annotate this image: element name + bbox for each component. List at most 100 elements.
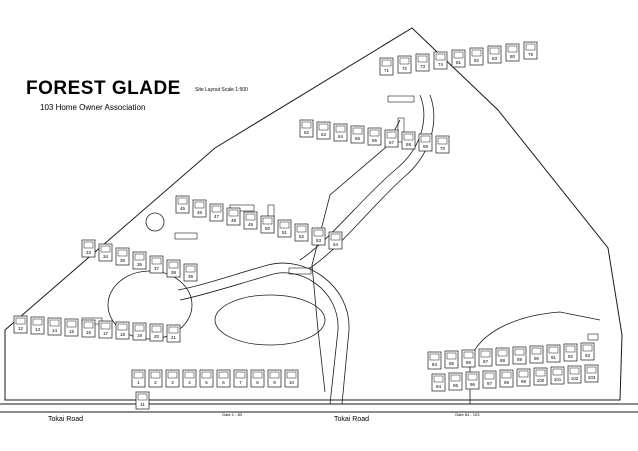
house-unit-number: 34	[103, 254, 109, 259]
house-unit-detail	[168, 326, 179, 334]
house-unit-number: 99	[521, 379, 527, 384]
house-unit-detail	[262, 217, 273, 225]
cul-de-sac	[145, 212, 165, 232]
house-unit-number: 49	[248, 222, 254, 227]
house-unit-detail	[501, 371, 512, 379]
house-unit-number: 66	[372, 138, 378, 143]
house-unit-detail	[151, 257, 162, 265]
house-unit-number: 19	[137, 333, 143, 338]
house-unit-number: 83	[492, 56, 498, 61]
house-unit-number: 89	[517, 357, 523, 362]
house-unit-detail	[286, 371, 297, 379]
house-unit-number: 20	[154, 334, 160, 339]
house-unit-83	[487, 45, 502, 64]
house-unit-number: 1	[137, 380, 140, 385]
house-unit-10	[284, 369, 299, 388]
house-unit-number: 85	[449, 361, 455, 366]
house-unit-12	[13, 315, 28, 334]
house-unit-number: 17	[103, 331, 109, 336]
house-unit-94	[431, 373, 446, 392]
house-unit-34	[98, 243, 113, 262]
house-unit-number: 8	[256, 380, 259, 385]
house-unit-number: 36	[137, 262, 143, 267]
house-unit-detail	[133, 371, 144, 379]
house-unit-87	[478, 348, 493, 367]
house-unit-number: 3	[171, 380, 174, 385]
house-unit-detail	[100, 322, 111, 330]
house-unit-number: 9	[273, 380, 276, 385]
house-unit-number: 65	[355, 136, 361, 141]
house-unit-103	[584, 364, 599, 383]
house-unit-number: 54	[333, 242, 339, 247]
house-unit-99	[516, 368, 531, 387]
house-unit-detail	[453, 51, 464, 59]
house-unit-number: 81	[456, 60, 462, 65]
house-unit-detail	[49, 319, 60, 327]
house-unit-number: 2	[154, 380, 157, 385]
house-unit-number: 96	[470, 382, 476, 387]
house-unit-number: 95	[453, 383, 459, 388]
house-unit-detail	[252, 371, 263, 379]
house-unit-35	[115, 247, 130, 266]
house-unit-number: 51	[282, 230, 288, 235]
house-unit-number: 98	[504, 380, 510, 385]
house-unit-number: 64	[338, 134, 344, 139]
house-unit-detail	[245, 213, 256, 221]
map-title: FOREST GLADE	[26, 78, 181, 99]
house-unit-detail	[582, 344, 593, 352]
house-unit-89	[512, 346, 527, 365]
house-unit-detail	[514, 348, 525, 356]
house-unit-detail	[484, 372, 495, 380]
house-unit-3	[165, 369, 180, 388]
house-unit-number: 14	[52, 328, 58, 333]
house-unit-detail	[507, 45, 518, 53]
house-unit-8	[250, 369, 265, 388]
house-unit-detail	[586, 366, 597, 374]
house-unit-detail	[269, 371, 280, 379]
house-unit-number: 72	[402, 66, 408, 71]
house-unit-number: 71	[384, 68, 390, 73]
house-unit-detail	[518, 370, 529, 378]
house-unit-68	[401, 131, 416, 150]
house-unit-71	[379, 57, 394, 76]
house-unit-detail	[151, 325, 162, 333]
house-unit-14	[47, 317, 62, 336]
house-unit-detail	[137, 393, 148, 401]
site-boundary	[4, 27, 623, 401]
house-unit-number: 62	[304, 130, 310, 135]
house-unit-73	[415, 53, 430, 72]
house-unit-number: 68	[406, 142, 412, 147]
house-unit-detail	[569, 367, 580, 375]
house-unit-number: 12	[18, 326, 24, 331]
house-unit-detail	[177, 197, 188, 205]
house-unit-21	[166, 324, 181, 343]
house-unit-detail	[403, 133, 414, 141]
house-unit-100	[533, 367, 548, 386]
house-unit-detail	[420, 135, 431, 143]
house-unit-91	[546, 344, 561, 363]
house-unit-81	[451, 49, 466, 68]
house-unit-48	[226, 207, 241, 226]
house-unit-detail	[433, 375, 444, 383]
house-unit-detail	[117, 249, 128, 257]
house-unit-number: 5	[205, 380, 208, 385]
association-label: 103 Home Owner Association	[40, 103, 146, 112]
house-unit-detail	[185, 265, 196, 273]
house-unit-number: 100	[537, 378, 545, 383]
house-unit-62	[299, 119, 314, 138]
house-unit-72	[397, 55, 412, 74]
house-unit-number: 74	[438, 62, 444, 67]
house-unit-detail	[450, 374, 461, 382]
house-unit-82	[469, 47, 484, 66]
house-unit-96	[465, 371, 480, 390]
house-unit-detail	[381, 59, 392, 67]
house-unit-number: 6	[222, 380, 225, 385]
house-unit-69	[418, 133, 433, 152]
house-unit-detail	[32, 318, 43, 326]
house-unit-detail	[235, 371, 246, 379]
house-unit-detail	[525, 43, 536, 51]
house-unit-detail	[296, 225, 307, 233]
house-unit-number: 33	[86, 250, 92, 255]
